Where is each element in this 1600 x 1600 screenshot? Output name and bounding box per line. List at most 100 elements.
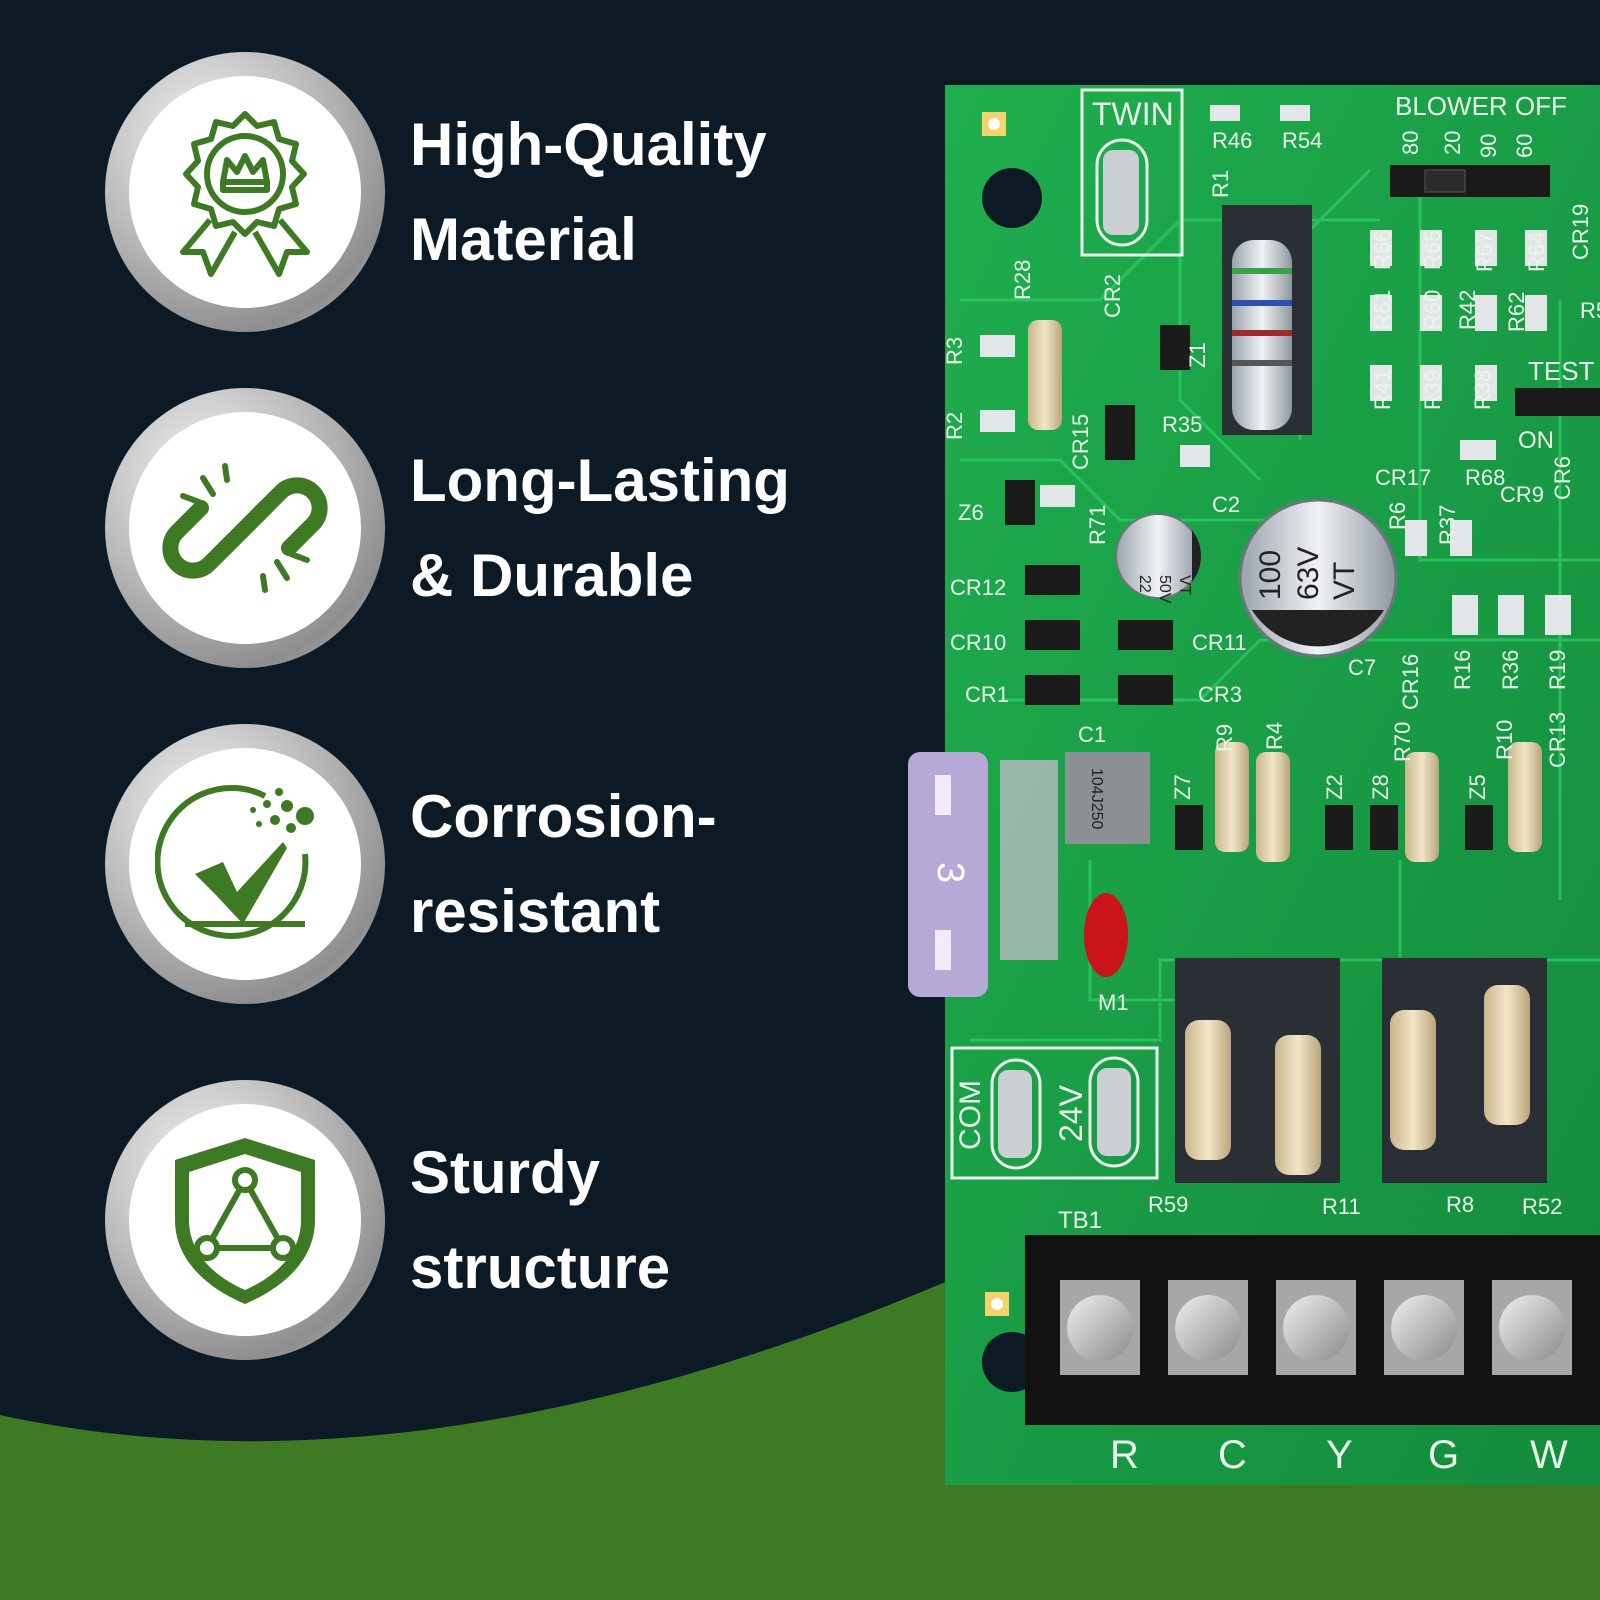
silkscreen-label: R11 (1322, 1194, 1361, 1219)
badge-ring (105, 388, 385, 668)
silkscreen-label: R42 (1455, 290, 1480, 330)
smd-components (1005, 325, 1493, 850)
blade-fuse: 3 (908, 752, 1058, 997)
jumper-values: 80 20 90 60 (1398, 131, 1537, 158)
varistor-m1 (1084, 893, 1128, 977)
feature-label-line1: Sturdy (410, 1139, 601, 1206)
silkscreen-label: CR3 (1198, 682, 1242, 707)
silkscreen-label: R36 (1498, 650, 1523, 690)
feature-sturdy-structure: Sturdy structure (105, 1080, 865, 1360)
svg-text:20: 20 (1440, 131, 1465, 155)
feature-label: Corrosion- resistant (410, 769, 717, 959)
silkscreen-top-labels: R46 R54 (1212, 128, 1322, 153)
capacitor-22uf: 22 50V VT (1115, 513, 1202, 604)
svg-text:VT: VT (1328, 562, 1361, 600)
silkscreen-label: CR11 (1192, 630, 1247, 655)
terminal-labels: R C Y G W (1110, 1433, 1568, 1477)
svg-text:R46: R46 (1212, 128, 1252, 153)
silkscreen-label: R64 (1524, 232, 1549, 272)
svg-text:60: 60 (1512, 134, 1537, 158)
silkscreen-label: CR10 (950, 630, 1006, 655)
blower-jumper-header (1390, 165, 1550, 197)
small-resistors (1028, 320, 1542, 862)
pad-hole (988, 118, 1000, 130)
svg-text:Y: Y (1326, 1433, 1353, 1477)
silkscreen-label: R37 (1435, 505, 1460, 545)
com-24v-terminals: COM 24V (950, 1046, 1159, 1180)
silkscreen-label: CR6 (1550, 456, 1575, 500)
silkscreen-label: R67 (1472, 232, 1497, 272)
silkscreen-label: R61 (1370, 290, 1395, 330)
silkscreen-label: R38 (1470, 370, 1495, 410)
silkscreen-label: R62 (1504, 292, 1529, 332)
chain-link-icon (162, 463, 328, 593)
capacitor-100uf: 100 63V VT (1238, 498, 1398, 658)
silkscreen-label: R41 (1370, 370, 1395, 410)
mount-hole (982, 168, 1042, 228)
silkscreen-label: M1 (1098, 990, 1129, 1015)
svg-text:W: W (1530, 1433, 1568, 1477)
tb1-label: TB1 (1058, 1207, 1102, 1234)
twin-spade-outline (1095, 138, 1149, 247)
silkscreen-label: CR16 (1398, 654, 1423, 710)
silkscreen-label: R4 (1262, 722, 1287, 750)
power-resistors (1185, 985, 1530, 1175)
award-ribbon-icon (180, 111, 310, 277)
svg-text:24V: 24V (1053, 1084, 1089, 1142)
badge-ring (105, 724, 385, 1004)
silkscreen-label: R6 (1385, 502, 1410, 530)
feature-label: Long-Lasting & Durable (410, 433, 790, 623)
svg-text:R54: R54 (1282, 128, 1322, 153)
silkscreen-label: Z8 (1368, 774, 1393, 800)
svg-text:22: 22 (1136, 575, 1153, 593)
silkscreen-label: CR17 (1375, 465, 1431, 490)
silkscreen-label: Z1 (1185, 342, 1210, 368)
silkscreen-label: R5 (1580, 298, 1600, 323)
feature-label-line1: Corrosion- (410, 783, 717, 850)
silkscreen-label: Z5 (1465, 774, 1490, 800)
feature-label: Sturdy structure (410, 1125, 670, 1315)
silkscreen-label: R60 (1420, 290, 1445, 330)
feature-long-lasting: Long-Lasting & Durable (105, 388, 865, 668)
shield-triangle-icon (175, 1138, 315, 1304)
silkscreen-label: R39 (1420, 370, 1445, 410)
silkscreen-label: CR13 (1545, 712, 1570, 768)
silkscreen-label: R59 (1148, 1192, 1188, 1217)
smd-resistors (980, 105, 1571, 635)
silkscreen-label: C7 (1348, 655, 1376, 680)
silkscreen-label: R66 (1370, 230, 1395, 270)
film-capacitor: 104J250 (1065, 752, 1150, 844)
silkscreen-label: R3 (942, 337, 967, 365)
terminal-screws (1060, 1280, 1572, 1375)
test-label: TEST (1528, 356, 1595, 386)
feature-label-line2: & Durable (410, 542, 694, 609)
twin-spade (1103, 150, 1139, 235)
svg-text:80: 80 (1398, 131, 1423, 155)
silkscreen-label: R65 (1420, 230, 1445, 270)
silkscreen-label: Z6 (958, 500, 984, 525)
silkscreen-label: CR2 (1100, 274, 1125, 318)
corrosion-check-icon (155, 784, 314, 939)
svg-text:C: C (1218, 1433, 1247, 1477)
silkscreen-label: R10 (1492, 720, 1517, 760)
svg-text:R: R (1110, 1433, 1139, 1477)
silkscreen-label: CR9 (1500, 482, 1544, 507)
silkscreen-label: Z7 (1170, 774, 1195, 800)
silkscreen-label: R68 (1465, 465, 1505, 490)
silkscreen-label: CR1 (965, 682, 1009, 707)
silkscreen-right-labels: R66R65R67R64CR19R61R60R42R62R5R41R39R38C… (1370, 204, 1600, 710)
svg-text:90: 90 (1476, 134, 1501, 158)
svg-text:104J250: 104J250 (1088, 768, 1105, 829)
blower-off-label: BLOWER OFF (1395, 91, 1567, 121)
svg-text:63V: 63V (1292, 547, 1325, 600)
feature-label-line1: Long-Lasting (410, 447, 790, 514)
silkscreen-label: R28 (1010, 260, 1035, 300)
silkscreen-label: R1 (1208, 170, 1233, 198)
feature-label: High-Quality Material (410, 97, 767, 287)
svg-text:COM: COM (954, 1080, 987, 1150)
silkscreen-label: Z2 (1322, 774, 1347, 800)
